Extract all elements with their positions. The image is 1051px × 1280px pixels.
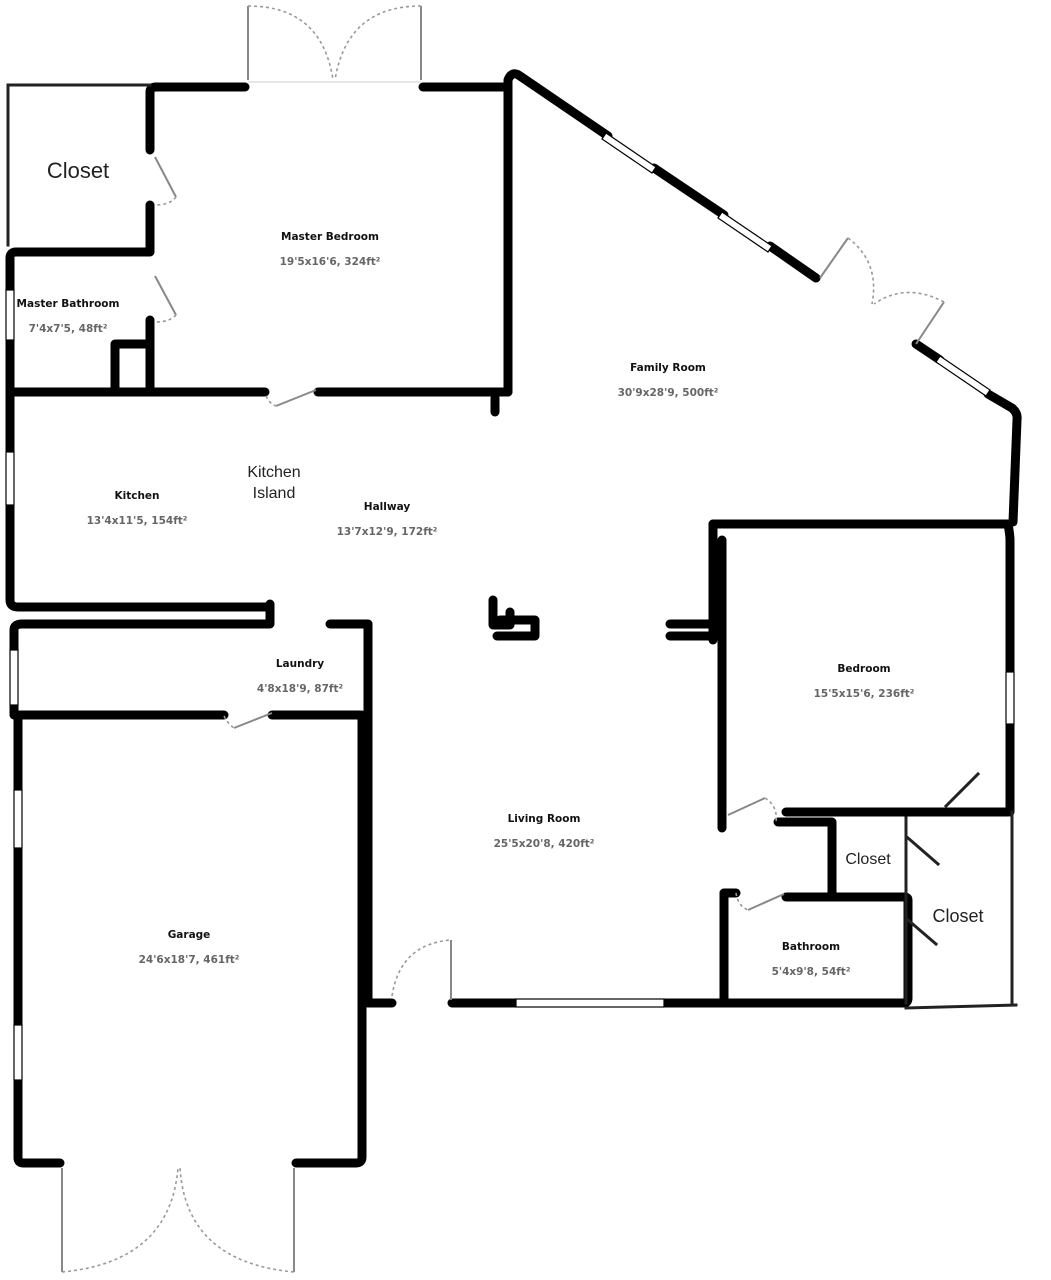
room-garage: Garage 24'6x18'7, 461ft²	[139, 929, 240, 966]
room-dims: 7'4x7'5, 48ft²	[29, 323, 108, 335]
room-name: Master Bedroom	[281, 231, 379, 243]
room-name: Kitchen	[114, 490, 159, 502]
room-kitchen: Kitchen 13'4x11'5, 154ft²	[87, 490, 188, 527]
room-name: Family Room	[630, 362, 706, 374]
room-master-bedroom: Master Bedroom 19'5x16'6, 324ft²	[280, 231, 381, 268]
room-dims: 30'9x28'9, 500ft²	[618, 387, 719, 399]
room-name: Master Bathroom	[17, 298, 120, 310]
door-closet	[154, 156, 177, 206]
kitchen-island-label-line1: Kitchen	[247, 464, 300, 481]
door-laundry	[223, 712, 273, 729]
kitchen-island-label-line2: Island	[253, 485, 296, 502]
window-garage-1	[13, 789, 23, 849]
door-family-room	[819, 237, 945, 345]
room-master-bathroom: Master Bathroom 7'4x7'5, 48ft²	[17, 298, 120, 335]
door-bedroom	[727, 797, 778, 823]
room-dims: 24'6x18'7, 461ft²	[139, 954, 240, 966]
room-hallway: Hallway 13'7x12'9, 172ft²	[337, 501, 438, 538]
door-living-front	[391, 939, 452, 1000]
room-labels: Master Bedroom 19'5x16'6, 324ft² Family …	[17, 158, 984, 978]
room-dims: 25'5x20'8, 420ft²	[494, 838, 595, 850]
room-name: Hallway	[364, 501, 411, 513]
window-family-2	[717, 211, 773, 253]
room-dims: 5'4x9'8, 54ft²	[772, 966, 851, 978]
room-name: Bathroom	[782, 941, 840, 953]
window-family-1	[601, 132, 657, 174]
room-bedroom: Bedroom 15'5x15'6, 236ft²	[814, 663, 915, 700]
window-bedroom	[1005, 671, 1015, 725]
closet-small-label: Closet	[845, 851, 891, 868]
doors	[61, 5, 945, 1273]
closet-right-label: Closet	[932, 906, 983, 926]
room-bathroom: Bathroom 5'4x9'8, 54ft²	[772, 941, 851, 978]
room-name: Living Room	[508, 813, 581, 825]
window-kitchen	[5, 451, 15, 506]
window-laundry	[9, 649, 19, 706]
room-dims: 19'5x16'6, 324ft²	[280, 256, 381, 268]
window-family-3	[935, 355, 991, 397]
window-master-bath	[5, 289, 15, 341]
room-family-room: Family Room 30'9x28'9, 500ft²	[618, 362, 719, 399]
window-garage-2	[13, 1024, 23, 1081]
door-master-bath	[154, 275, 177, 323]
door-bathroom	[735, 892, 785, 911]
window-living	[515, 998, 665, 1008]
walls	[5, 69, 1022, 1168]
room-dims: 13'4x11'5, 154ft²	[87, 515, 188, 527]
windows	[5, 132, 1015, 1081]
room-name: Laundry	[276, 658, 324, 670]
room-living-room: Living Room 25'5x20'8, 420ft²	[494, 813, 595, 850]
door-master-bedroom-top	[247, 5, 422, 83]
room-dims: 15'5x15'6, 236ft²	[814, 688, 915, 700]
room-dims: 13'7x12'9, 172ft²	[337, 526, 438, 538]
closet-top-label: Closet	[47, 158, 109, 183]
room-laundry: Laundry 4'8x18'9, 87ft²	[257, 658, 344, 695]
thin-walls	[6, 83, 1018, 1010]
room-dims: 4'8x18'9, 87ft²	[257, 683, 344, 695]
room-name: Bedroom	[837, 663, 890, 675]
door-garage	[61, 1167, 295, 1273]
door-master-bedroom-bottom	[265, 389, 317, 407]
room-name: Garage	[168, 929, 211, 941]
